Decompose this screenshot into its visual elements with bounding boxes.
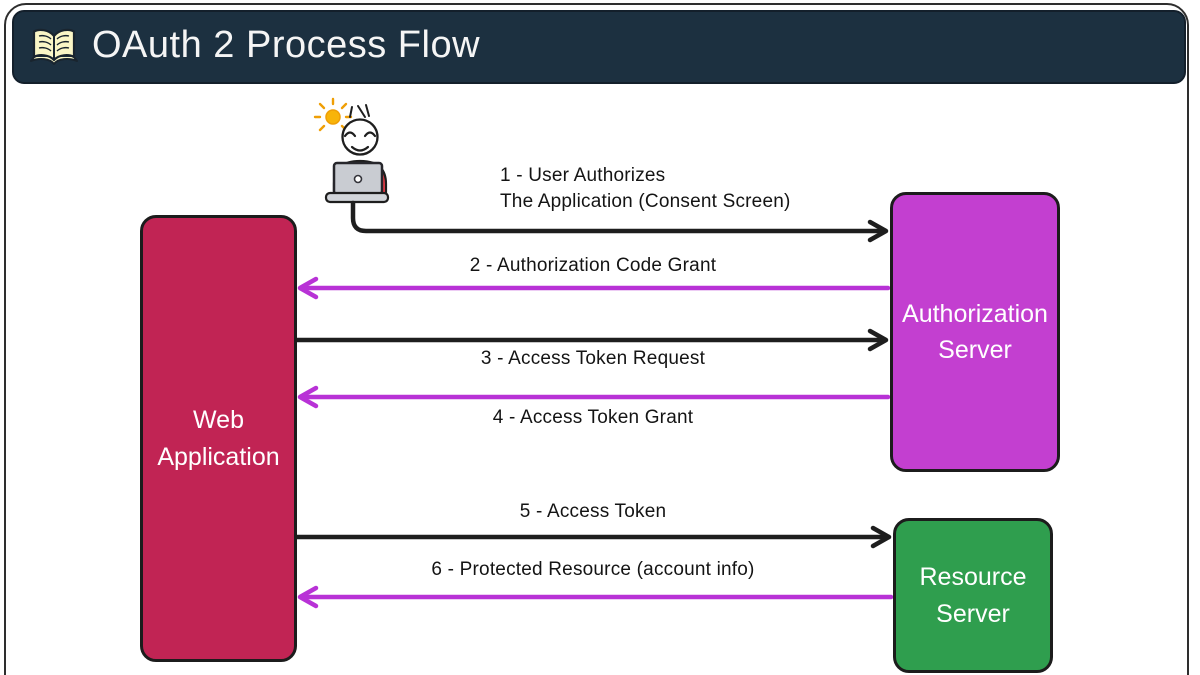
- diagram-title-bar: OAuth 2 Process Flow: [12, 10, 1186, 84]
- flow-label-5: 5 - Access Token: [519, 501, 667, 522]
- open-book-icon: [30, 28, 78, 65]
- flow-label-3: 3 - Access Token Request: [480, 348, 706, 369]
- sun-icon: [313, 97, 353, 132]
- page-title: OAuth 2 Process Flow: [92, 23, 481, 66]
- node-resource-server-label: Resource Server: [919, 563, 1027, 628]
- flow-label-4: 4 - Access Token Grant: [492, 407, 694, 428]
- page-border: [4, 3, 1189, 675]
- node-web-application-label: Web Application: [157, 406, 280, 471]
- user-head: [341, 104, 379, 156]
- flow-arrow-6: [297, 585, 894, 609]
- flow-arrow-5: [294, 525, 892, 549]
- user-at-laptop-figure: [313, 97, 390, 204]
- node-authorization-server-label: Authorization Server: [902, 299, 1048, 364]
- flow-arrow-2: [297, 276, 891, 300]
- node-resource-server: Resource Server: [893, 518, 1053, 673]
- flow-arrow-4: [297, 385, 891, 409]
- node-web-application: Web Application: [140, 215, 297, 662]
- flow-label-6: 6 - Protected Resource (account info): [431, 559, 755, 580]
- flow-label-1: 1 - User Authorizes The Application (Con…: [500, 165, 791, 212]
- flow-label-2: 2 - Authorization Code Grant: [469, 255, 717, 276]
- flow-arrow-1: [350, 200, 889, 243]
- flow-arrow-3: [294, 328, 889, 352]
- laptop-icon: [324, 161, 390, 204]
- node-authorization-server: Authorization Server: [890, 192, 1060, 472]
